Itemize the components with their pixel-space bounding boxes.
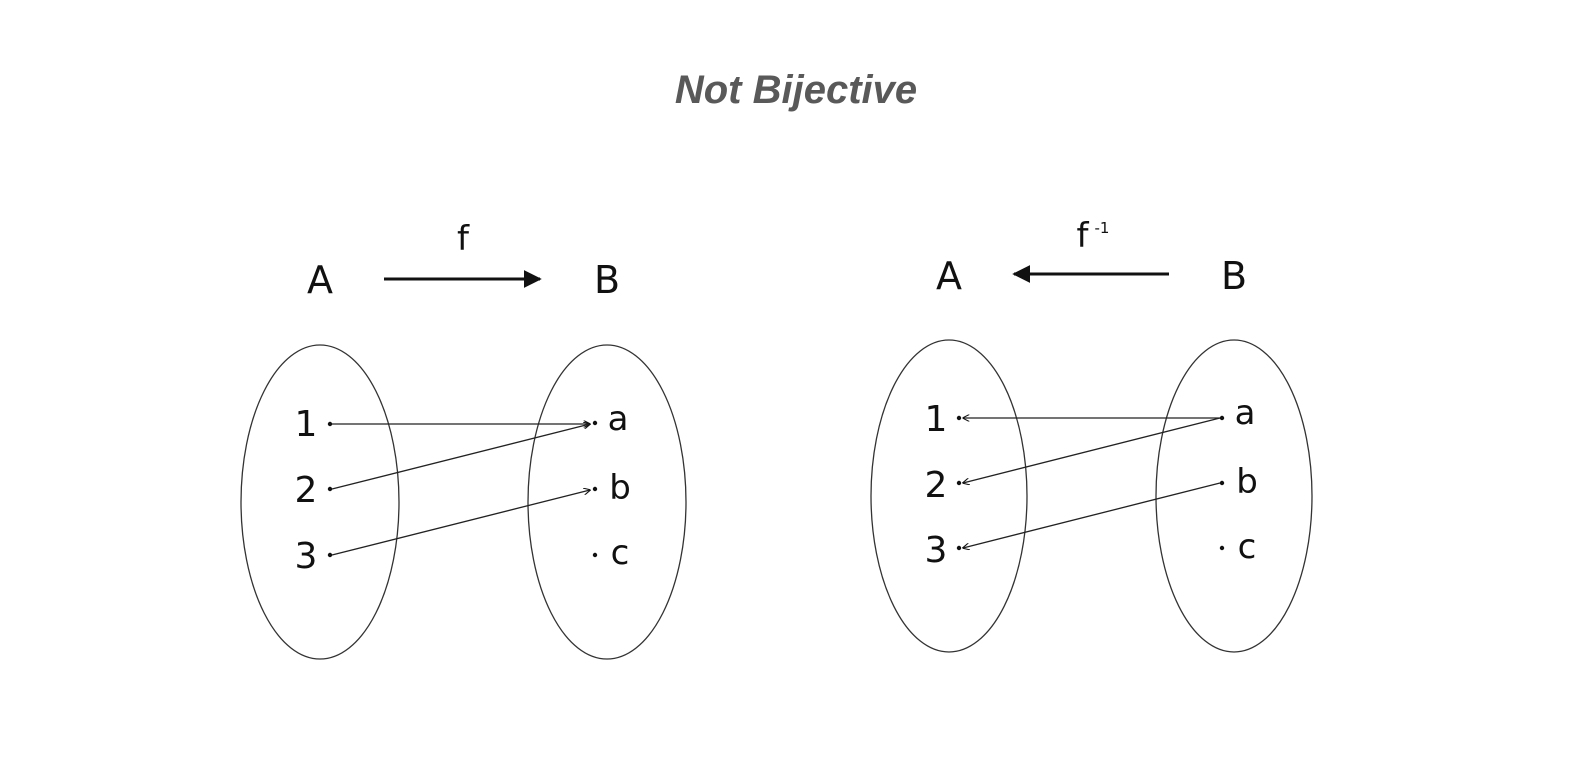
left-domain-point-1 bbox=[327, 421, 333, 427]
right-function-label: f -1 bbox=[1077, 216, 1110, 256]
left-mapping-arrow-3-to-b bbox=[331, 490, 590, 556]
right-domain-point-3 bbox=[956, 545, 962, 551]
left-codomain-point-b bbox=[592, 486, 598, 492]
right-domain-element-3: 3 bbox=[925, 530, 948, 571]
left-function-label: f bbox=[457, 219, 470, 259]
left-domain-element-2: 2 bbox=[295, 470, 318, 511]
right-domain-point-2 bbox=[956, 480, 962, 486]
left-domain-point-2 bbox=[327, 486, 333, 492]
left-mapping-arrow-2-to-a bbox=[331, 424, 590, 490]
right-codomain-set bbox=[1155, 339, 1313, 653]
left-codomain-element-c: c bbox=[611, 533, 630, 573]
right-mapping-arrow-a-to-2 bbox=[963, 417, 1221, 483]
page-title: Not Bijective bbox=[674, 68, 918, 112]
right-codomain-element-a: a bbox=[1235, 393, 1256, 433]
right-codomain-element-c: c bbox=[1238, 527, 1257, 567]
right-function-superscript: -1 bbox=[1095, 219, 1110, 237]
right-domain-element-1: 1 bbox=[925, 399, 948, 440]
left-codomain-set bbox=[527, 344, 687, 660]
right-codomain-point-a bbox=[1219, 415, 1225, 421]
left-codomain-label: B bbox=[594, 258, 620, 302]
right-domain-label: A bbox=[936, 254, 962, 298]
left-diagram: f A B 1 2 3 a b c bbox=[240, 219, 687, 660]
right-diagram: f -1 A B 1 2 3 a b c bbox=[870, 216, 1313, 653]
right-domain-point-1 bbox=[956, 415, 962, 421]
left-domain-set bbox=[240, 344, 400, 660]
left-codomain-point-c bbox=[592, 552, 598, 558]
left-domain-element-3: 3 bbox=[295, 536, 318, 577]
right-codomain-point-b bbox=[1219, 480, 1225, 486]
right-mapping-arrow-b-to-3 bbox=[963, 482, 1221, 548]
right-codomain-label: B bbox=[1221, 254, 1247, 298]
right-domain-set bbox=[870, 339, 1028, 653]
left-codomain-point-a bbox=[592, 420, 598, 426]
right-domain-element-2: 2 bbox=[925, 465, 948, 506]
left-codomain-element-b: b bbox=[609, 468, 631, 508]
right-function-name: f bbox=[1077, 216, 1090, 256]
left-domain-label: A bbox=[307, 258, 333, 302]
right-codomain-element-b: b bbox=[1236, 462, 1258, 502]
left-codomain-element-a: a bbox=[608, 399, 629, 439]
left-domain-element-1: 1 bbox=[295, 404, 318, 445]
left-domain-point-3 bbox=[327, 552, 333, 558]
right-codomain-point-c bbox=[1219, 545, 1225, 551]
